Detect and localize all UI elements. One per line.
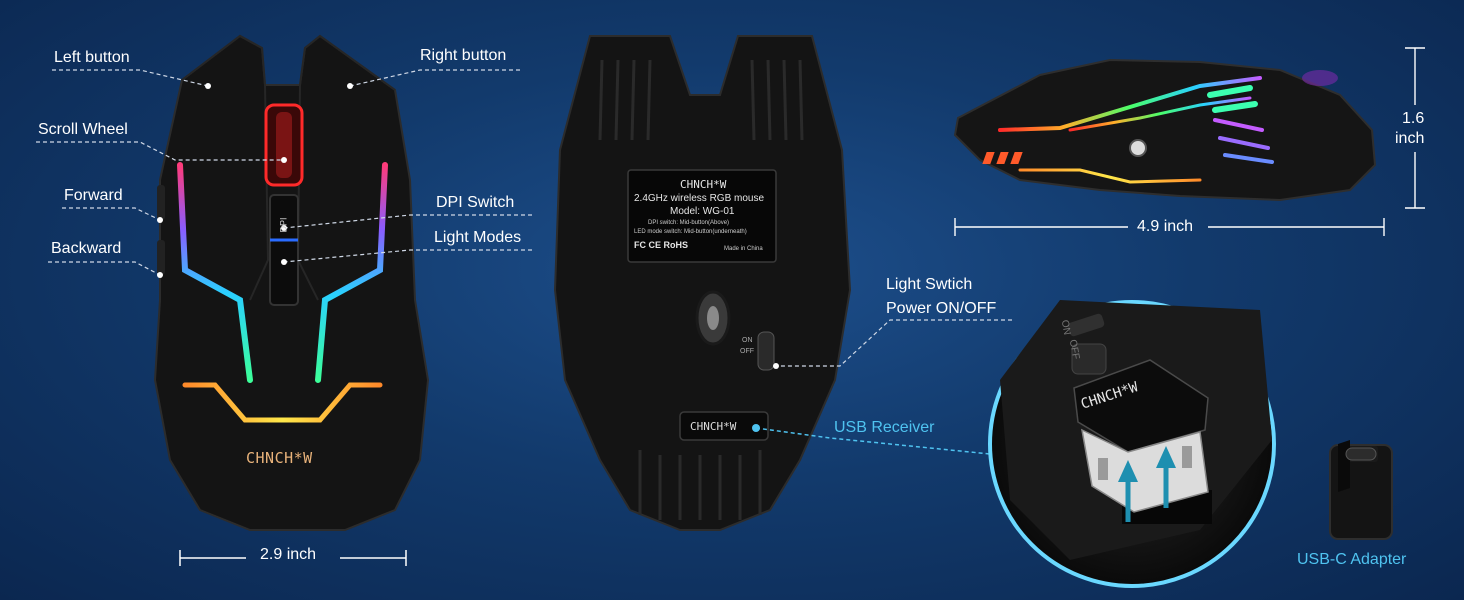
top-mouse-leader-dots bbox=[157, 83, 353, 278]
switch-leader-dot bbox=[773, 363, 779, 369]
height-dimension-unit: inch bbox=[1395, 130, 1425, 147]
usb-receiver-leader-line bbox=[755, 427, 1031, 459]
sticker-made-in: Made in China bbox=[724, 246, 763, 252]
width-dimension-line bbox=[179, 550, 407, 566]
length-dimension-line bbox=[954, 218, 1385, 236]
top-mouse-leader-lines bbox=[36, 69, 532, 276]
bottom-mouse-ribs bbox=[598, 59, 804, 520]
zoom-switch-on: ON bbox=[1058, 319, 1073, 336]
sticker-line-1: 2.4GHz wireless RGB mouse bbox=[634, 193, 765, 204]
receiver-zoom-circle bbox=[988, 300, 1276, 588]
side-view-mouse bbox=[953, 58, 1377, 202]
backward-label: Backward bbox=[51, 240, 122, 257]
sticker-certifications: FC CE RoHS bbox=[634, 240, 688, 250]
width-dimension-label: 2.9 inch bbox=[260, 546, 317, 563]
light-modes-label: Light Modes bbox=[434, 229, 522, 246]
left-button-label: Left button bbox=[54, 49, 130, 66]
bottom-receiver-brand: CHNCH*W bbox=[690, 420, 737, 433]
light-switch-label: Light Swtich bbox=[886, 276, 973, 293]
bottom-mouse-body bbox=[553, 35, 852, 531]
usb-c-adapter-illustration bbox=[1329, 440, 1393, 540]
bottom-switch-off: OFF bbox=[740, 348, 754, 355]
height-dimension-line bbox=[1405, 47, 1425, 209]
top-mouse-brand-logo: CHNCH*W bbox=[246, 449, 313, 467]
sticker-line-3: DPI switch: Mid-button(Above) bbox=[648, 220, 730, 226]
length-dimension-label: 4.9 inch bbox=[1137, 218, 1194, 235]
power-onoff-label: Power ON/OFF bbox=[886, 300, 997, 317]
usb-c-adapter-label: USB-C Adapter bbox=[1297, 551, 1407, 568]
sticker-brand: CHNCH*W bbox=[680, 178, 727, 191]
usb-receiver-label: USB Receiver bbox=[834, 419, 935, 436]
bottom-switch-on: ON bbox=[742, 337, 753, 344]
forward-label: Forward bbox=[64, 187, 123, 204]
sticker-line-2: Model: WG-01 bbox=[670, 206, 735, 217]
dpi-button-text: DPI bbox=[278, 217, 289, 233]
sticker-line-4: LED mode switch: Mid-button(underneath) bbox=[634, 229, 747, 235]
usb-receiver-leader-dot bbox=[752, 424, 760, 432]
right-button-label: Right button bbox=[420, 47, 507, 64]
bottom-mouse-leader-lines bbox=[776, 319, 1012, 367]
dpi-switch-label: DPI Switch bbox=[436, 194, 515, 211]
height-dimension-value: 1.6 bbox=[1402, 110, 1425, 127]
scroll-wheel-label: Scroll Wheel bbox=[38, 121, 128, 138]
